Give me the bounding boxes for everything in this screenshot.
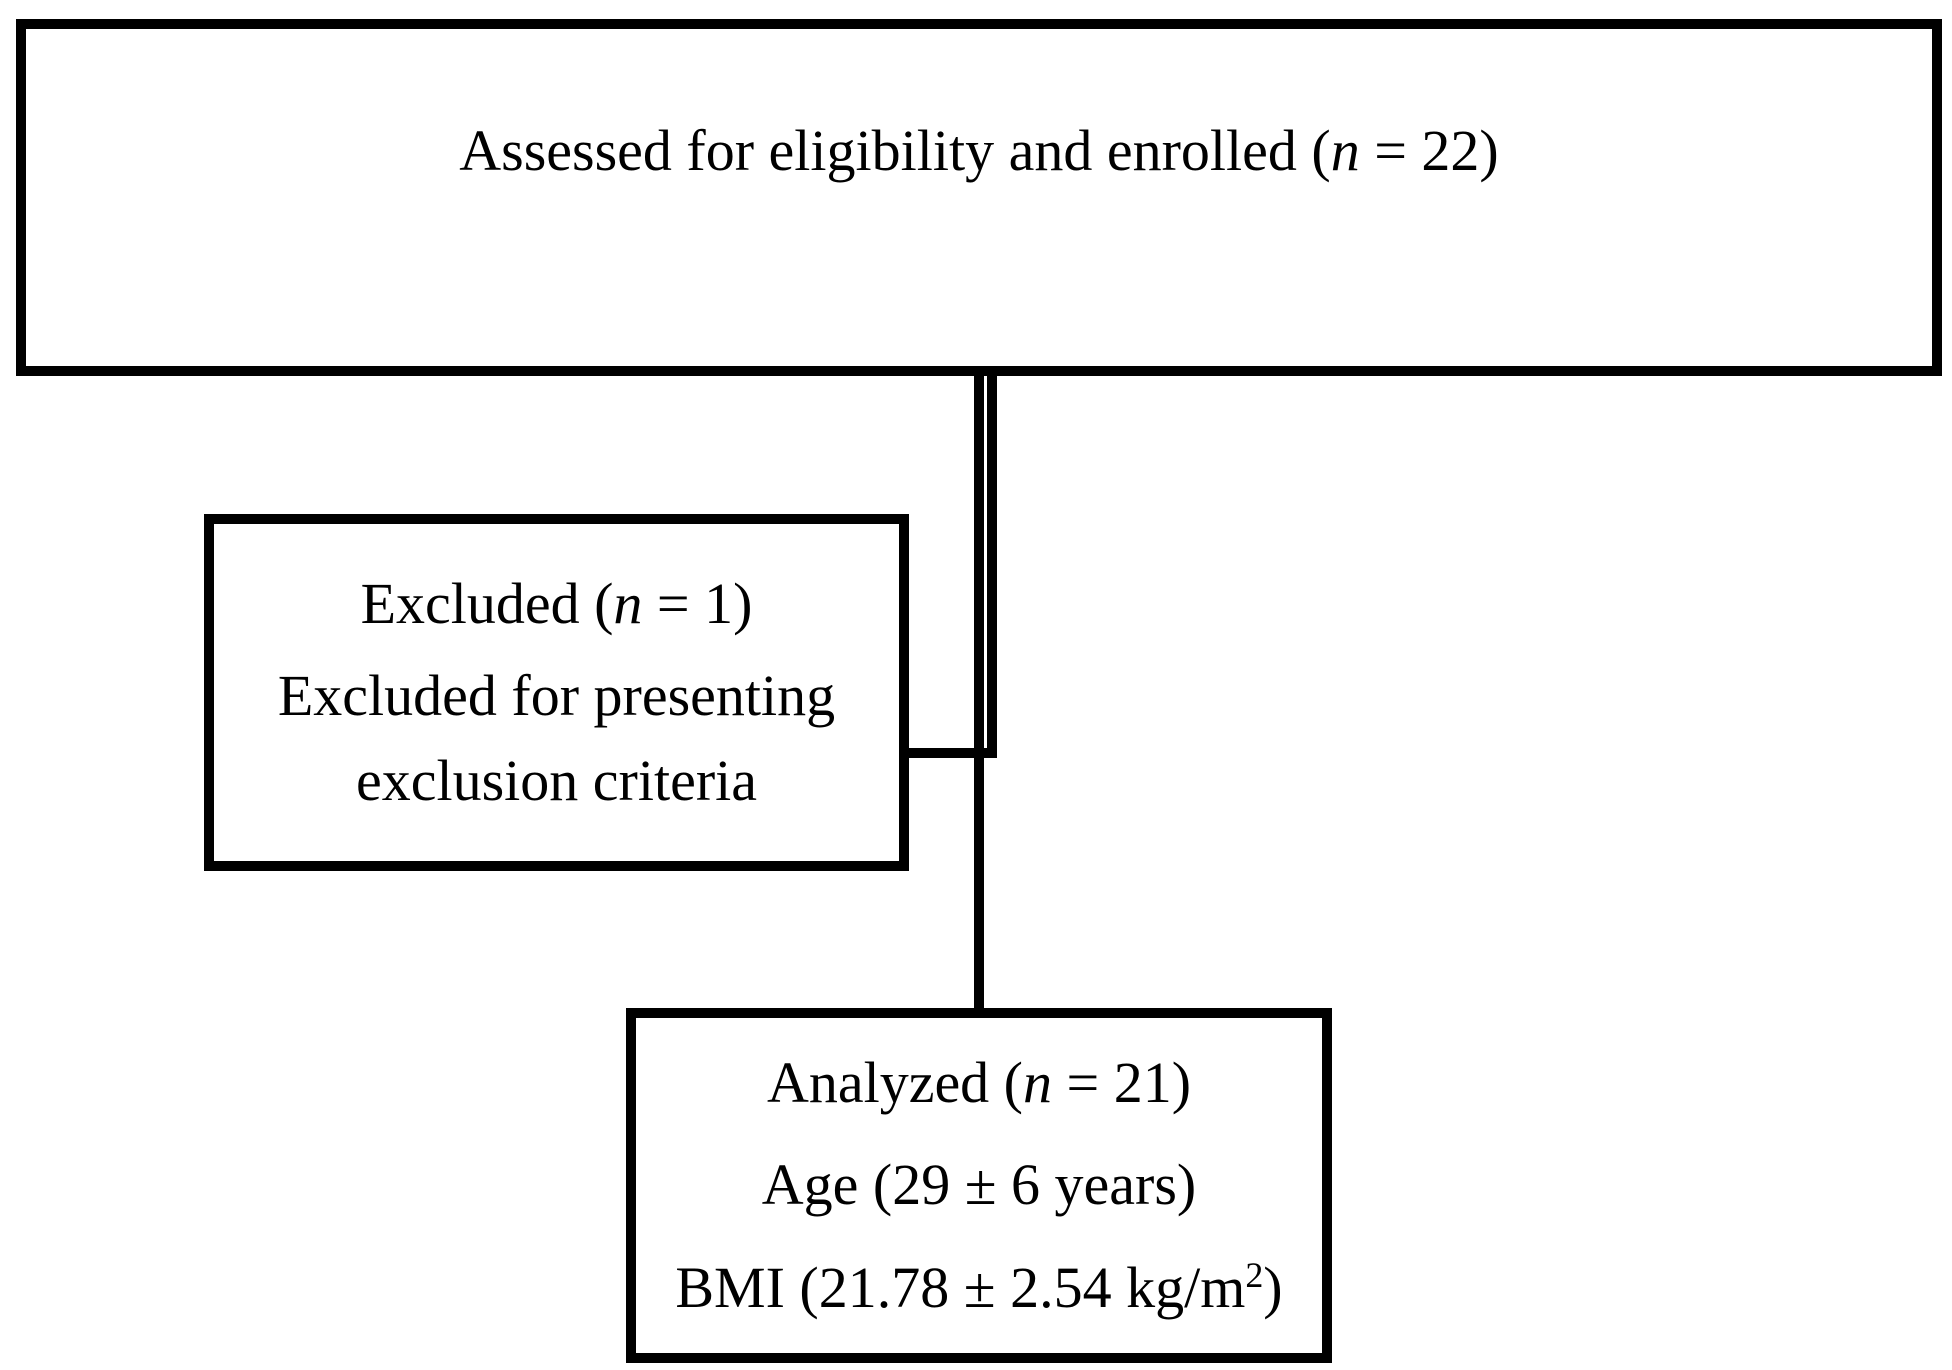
- excluded-text-suffix: = 1): [642, 571, 753, 637]
- excluded-text-prefix: Excluded (: [360, 571, 614, 637]
- excluded-n-symbol: n: [613, 571, 643, 637]
- analyzed-box-bmi-line: BMI (21.78 ± 2.54 kg/m2): [675, 1246, 1282, 1330]
- connector-top-to-excluded-vertical-line: [987, 376, 997, 758]
- enrolled-text-prefix: Assessed for eligibility and enrolled (: [459, 118, 1331, 183]
- analyzed-box-age-line: Age (29 ± 6 years): [761, 1152, 1197, 1218]
- enrolled-text-suffix: = 22): [1359, 118, 1499, 183]
- excluded-box: Excluded (n = 1) Excluded for presenting…: [204, 514, 909, 871]
- bmi-text-prefix: BMI (21.78 ± 2.54 kg/m: [675, 1254, 1246, 1320]
- analyzed-text-suffix: = 21): [1052, 1050, 1192, 1116]
- excluded-box-count-line: Excluded (n = 1): [361, 562, 753, 646]
- analyzed-n-symbol: n: [1023, 1050, 1052, 1116]
- enrolled-n-symbol: n: [1330, 118, 1360, 183]
- connector-excluded-horizontal-line: [904, 748, 997, 758]
- bmi-text-suffix: ): [1263, 1254, 1283, 1320]
- enrolled-box: Assessed for eligibility and enrolled (n…: [16, 19, 1942, 376]
- bmi-superscript: 2: [1245, 1254, 1264, 1295]
- connector-top-to-analyzed-line: [974, 376, 984, 1008]
- analyzed-box: Analyzed (n = 21) Age (29 ± 6 years) BMI…: [626, 1008, 1332, 1363]
- excluded-box-reason-line: Excluded for presenting exclusion criter…: [277, 663, 836, 813]
- analyzed-text-prefix: Analyzed (: [766, 1050, 1023, 1116]
- enrolled-box-text: Assessed for eligibility and enrolled (n…: [26, 109, 1932, 193]
- analyzed-box-count-line: Analyzed (n = 21): [767, 1041, 1191, 1125]
